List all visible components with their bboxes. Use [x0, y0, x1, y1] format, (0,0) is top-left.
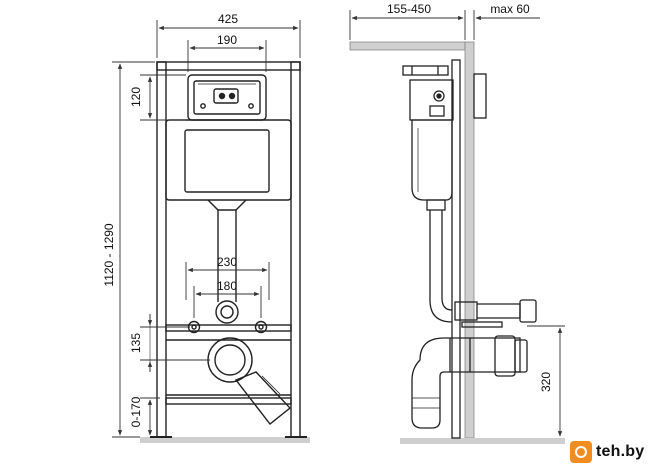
dim-width-plate: 190 — [217, 33, 237, 47]
cistern-front-panel — [184, 129, 270, 193]
dim-floor-range: 0-170 — [129, 396, 143, 427]
flush-outlet — [215, 300, 239, 324]
dim-span-outer: 230 — [217, 255, 237, 269]
dim-height-total: 1120 - 1290 — [102, 223, 116, 286]
watermark: teh.by — [570, 437, 666, 467]
front-dimensions — [112, 20, 301, 438]
dim-drain-height: 320 — [539, 372, 553, 392]
side-flush-pipe — [429, 210, 453, 323]
flush-plate — [187, 74, 267, 121]
dim-height-plate: 120 — [129, 87, 143, 107]
dim-width-total: 425 — [218, 12, 238, 26]
side-cistern — [411, 119, 453, 201]
frame-left-upright — [156, 61, 167, 438]
side-flush-mechanism — [409, 79, 454, 121]
dim-span-inner: 180 — [217, 279, 237, 293]
side-top-slab — [349, 41, 466, 51]
front-view — [140, 61, 310, 443]
dim-height-studs: 135 — [129, 333, 143, 353]
frame-top-bar — [156, 61, 301, 71]
watermark-text: teh.by — [596, 443, 645, 460]
side-wall — [464, 41, 475, 439]
stud-rail — [165, 324, 292, 332]
side-flush-bracket — [402, 65, 449, 76]
dim-wall: max 60 — [490, 2, 530, 16]
side-dimensions — [349, 10, 565, 437]
side-floor — [400, 438, 565, 444]
drain-pipe — [234, 371, 292, 425]
dim-depth: 155-450 — [387, 2, 431, 16]
side-view — [349, 41, 565, 444]
frame-right-upright — [290, 61, 301, 438]
front-floor — [140, 437, 310, 443]
right-stud — [254, 320, 268, 334]
watermark-logo-icon — [570, 441, 592, 463]
side-drain-elbow — [411, 337, 521, 429]
